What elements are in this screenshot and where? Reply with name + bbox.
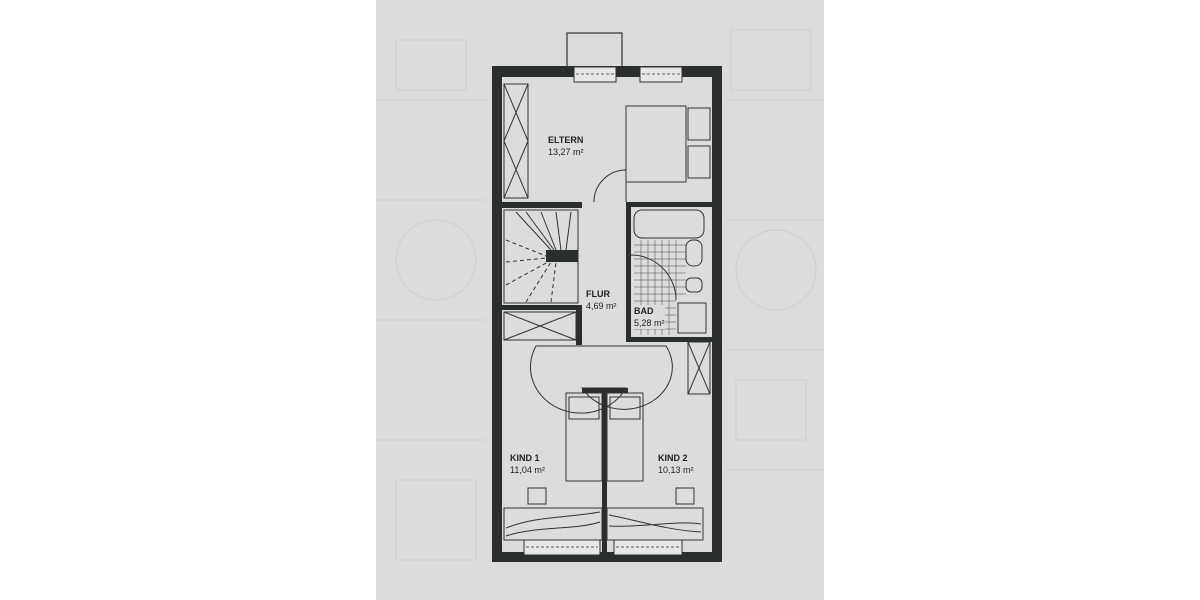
floor-plan-paper: ELTERN 13,27 m² FLUR 4,69 m² BAD 5,28 m²…	[376, 0, 824, 600]
room-label-kind2: KIND 2 10,13 m²	[658, 453, 694, 475]
room-label-bad: BAD 5,28 m²	[634, 305, 665, 329]
room-label-kind1: KIND 1 11,04 m²	[510, 453, 545, 475]
floor-plan-drawing	[492, 32, 722, 562]
room-label-flur: FLUR 4,69 m²	[586, 289, 617, 311]
room-label-eltern: ELTERN 13,27 m²	[548, 135, 584, 157]
background-blueprint-pattern	[376, 29, 824, 561]
